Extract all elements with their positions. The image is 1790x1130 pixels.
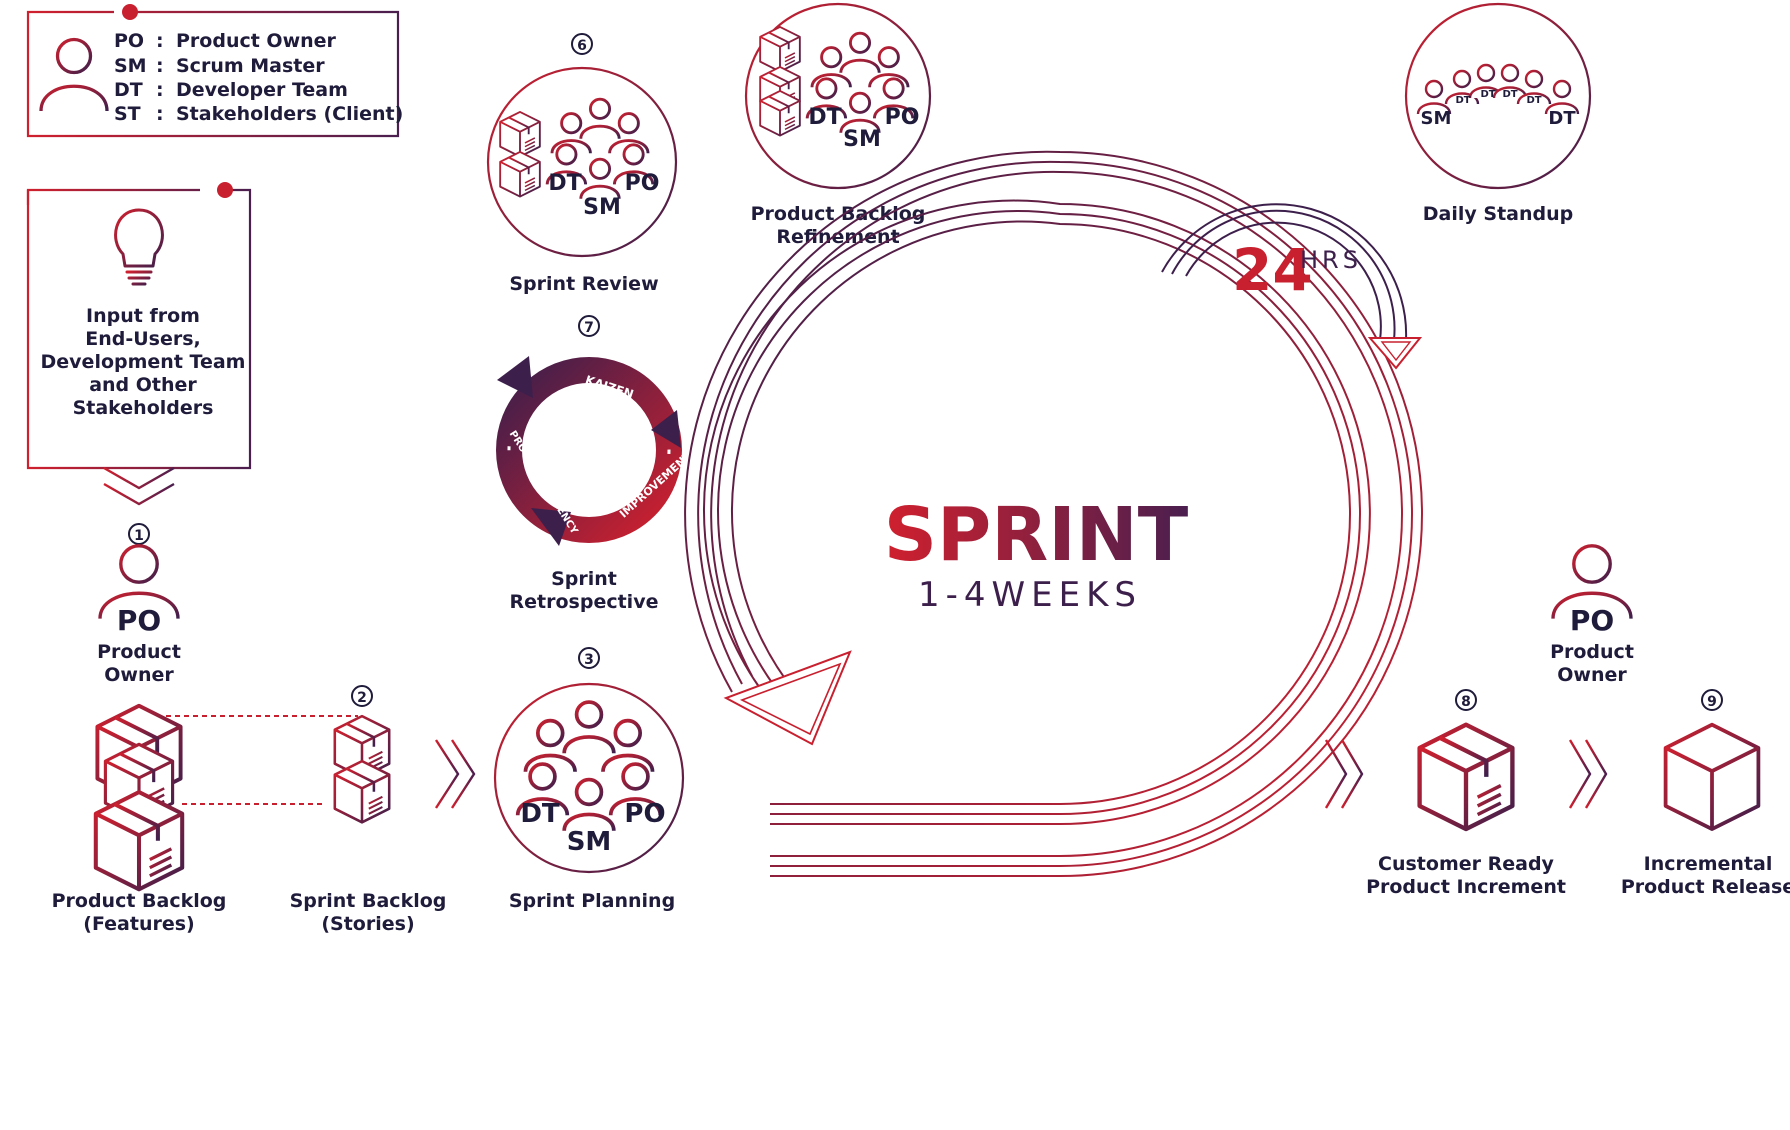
sprint-loop-arrow (684, 150, 1423, 877)
step-3-line-0: Sprint Planning (509, 890, 675, 912)
step-9-line-1: Product Release (1621, 876, 1790, 898)
sm-role-label: SM (567, 827, 612, 857)
po-person-icon (98, 544, 180, 619)
input-line-2: Development Team (41, 351, 246, 373)
step-6-sprint-review: 6 DT SM PO Sprint Review (486, 33, 678, 295)
step-8-product-increment: 8 Customer Ready Product Increment (1366, 689, 1566, 898)
step-8-line-1: Product Increment (1366, 876, 1566, 898)
step-7-number: 7 (584, 320, 594, 336)
legend-full-2: Developer Team (176, 79, 348, 101)
dt-role-label: DT (1502, 89, 1517, 100)
daily-hours-unit: HRS (1300, 246, 1362, 274)
step-8-number: 8 (1461, 694, 1471, 710)
product-backlog-refinement: DT SM PO Product Backlog Refinement (744, 2, 932, 248)
step-9-line-0: Incremental (1644, 853, 1773, 875)
legend-full-0: Product Owner (176, 30, 337, 52)
step-2-line-0: Sprint Backlog (290, 890, 447, 912)
input-line-3: and Other (89, 374, 197, 396)
daily-hours-number: 24 (1232, 236, 1313, 304)
dt-role-label: DT (520, 799, 560, 829)
step-1-number: 1 (134, 528, 144, 544)
sm-role-label: SM (843, 127, 881, 152)
po-role-label: PO (885, 105, 920, 130)
step-8-line-0: Customer Ready (1378, 853, 1555, 875)
po-role-label: PO (1570, 604, 1614, 637)
standup-line-0: Daily Standup (1423, 203, 1573, 225)
input-line-4: Stakeholders (73, 397, 214, 419)
step-9-number: 9 (1707, 694, 1717, 710)
step-7-sprint-retrospective: 7 KAIZEN IMPROVEMENTS PROCESS EFFECENCY … (496, 315, 700, 613)
dt-role-label: DT (808, 105, 841, 130)
step-2-line-1: (Stories) (321, 913, 414, 935)
dt-role-label: DT (548, 171, 581, 196)
refinement-line-0: Product Backlog (751, 203, 926, 225)
dt-role-label: DT (1548, 108, 1576, 129)
po-person-icon (1551, 544, 1633, 619)
legend-full-1: Scrum Master (176, 55, 325, 77)
step-7-line-0: Sprint (551, 568, 617, 590)
dt-role-label: DT (1455, 95, 1470, 106)
box-icon (96, 792, 182, 889)
step-3-number: 3 (584, 652, 594, 668)
step-2-number: 2 (357, 690, 367, 706)
cube-icon (1663, 722, 1761, 831)
legend-sep-0: : (156, 30, 164, 52)
product-owner-right: PO Product Owner (1550, 544, 1634, 686)
po-right-line-0: Product (1550, 641, 1634, 663)
step-2-sprint-backlog: 2 Sprint Backlog (Stories) (290, 685, 476, 935)
step-1-product-owner: 1 PO Product Owner (97, 523, 181, 686)
box-icon (1420, 725, 1513, 829)
daily-standup: SM DT DT DT DT DT Daily Standup (1404, 2, 1592, 225)
retrospective-cycle-icon: KAIZEN IMPROVEMENTS PROCESS EFFECENCY (496, 356, 700, 546)
sm-role-label: SM (1421, 108, 1452, 129)
step-7-line-1: Retrospective (510, 591, 659, 613)
legend-abbr-2: DT (114, 79, 143, 101)
input-box: Input from End-Users, Development Team a… (26, 182, 252, 506)
box-icon (333, 759, 391, 824)
po-role-label: PO (624, 799, 665, 829)
sprint-title: SPRINT (884, 492, 1189, 578)
po-right-line-1: Owner (1557, 664, 1627, 686)
sm-role-label: SM (583, 195, 621, 220)
step-6-line-0: Sprint Review (509, 273, 658, 295)
legend-full-3: Stakeholders (Client) (176, 103, 403, 125)
legend-person-icon (39, 37, 109, 112)
box-icon (759, 89, 801, 137)
right-chevron-icon (1324, 739, 1364, 809)
step-1-line-1: Owner (104, 664, 174, 686)
legend: PO : Product Owner SM : Scrum Master DT … (26, 4, 403, 138)
po-role-label: PO (625, 171, 660, 196)
input-line-1: End-Users, (85, 328, 201, 350)
step-3-sprint-planning: 3 DT SM PO Sprint Planning (493, 647, 685, 912)
sprint-duration: 1-4WEEKS (918, 575, 1142, 615)
step-9-product-release: 9 Incremental Product Release (1621, 689, 1790, 898)
right-chevron-icon (1568, 739, 1608, 809)
daily-loop-arrow (1161, 203, 1423, 370)
product-backlog: Product Backlog (Features) (52, 703, 358, 935)
product-backlog-line-1: (Features) (83, 913, 194, 935)
down-chevron-icon (103, 466, 175, 506)
dt-role-label: DT (1480, 89, 1495, 100)
product-backlog-line-0: Product Backlog (52, 890, 227, 912)
right-chevron-icon (434, 739, 476, 809)
legend-abbr-3: ST (114, 103, 141, 125)
legend-abbr-1: SM (114, 55, 147, 77)
lightbulb-icon (114, 208, 164, 286)
legend-abbr-0: PO (114, 30, 144, 52)
legend-sep-2: : (156, 79, 164, 101)
legend-sep-1: : (156, 55, 164, 77)
legend-sep-3: : (156, 103, 164, 125)
po-role-label: PO (117, 604, 161, 637)
step-6-number: 6 (577, 38, 587, 54)
input-line-0: Input from (86, 305, 200, 327)
step-1-line-0: Product (97, 641, 181, 663)
dt-role-label: DT (1526, 95, 1541, 106)
